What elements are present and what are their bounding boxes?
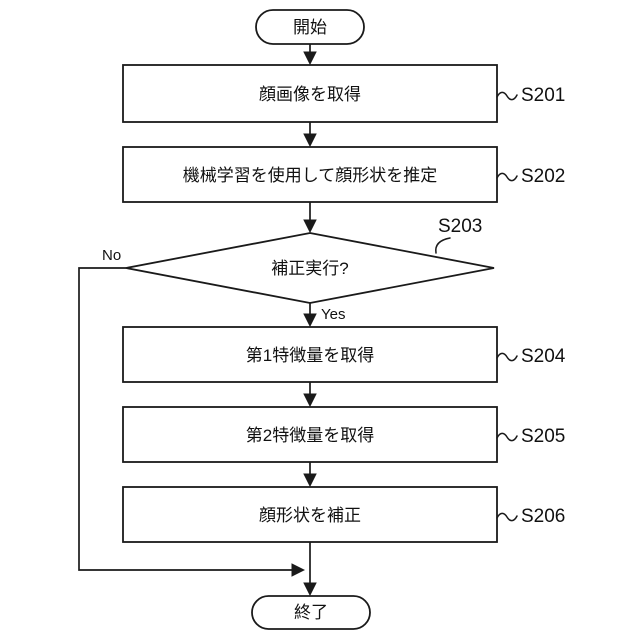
end-terminal [251, 595, 371, 630]
ref-squiggle-s205 [496, 432, 518, 442]
ref-leader-s203 [435, 237, 451, 254]
branch-label-no: No [102, 247, 121, 264]
step-ref-s202: S202 [521, 166, 565, 187]
decision-diamond-s203 [125, 232, 495, 304]
start-terminal-label: 開始 [293, 18, 327, 37]
ref-squiggle-s206 [496, 512, 518, 522]
process-box-s206 [122, 486, 498, 543]
ref-squiggle-s201 [496, 91, 518, 101]
ref-squiggle-s202 [496, 172, 518, 182]
decision-label-s203: 補正実行? [271, 259, 348, 278]
process-box-s202 [122, 146, 498, 203]
step-ref-s204: S204 [521, 346, 566, 367]
step-ref-s206: S206 [521, 506, 565, 527]
step-ref-s203: S203 [438, 216, 482, 237]
process-box-s201 [122, 64, 498, 123]
step-ref-s201: S201 [521, 85, 565, 106]
branch-label-yes: Yes [321, 306, 345, 323]
process-box-s205 [122, 406, 498, 463]
start-terminal [255, 9, 365, 45]
process-box-s204 [122, 326, 498, 383]
process-label-s204: 第1特徴量を取得 [246, 346, 374, 365]
process-label-s202: 機械学習を使用して顔形状を推定 [183, 165, 438, 185]
step-ref-s205: S205 [521, 426, 565, 447]
process-label-s205: 第2特徴量を取得 [246, 426, 374, 445]
edge-no-branch [78, 267, 306, 577]
process-label-s206: 顔形状を補正 [259, 506, 361, 525]
end-terminal-label: 終了 [294, 603, 328, 622]
ref-squiggle-s204 [496, 352, 518, 362]
process-label-s201: 顔画像を取得 [259, 85, 361, 104]
